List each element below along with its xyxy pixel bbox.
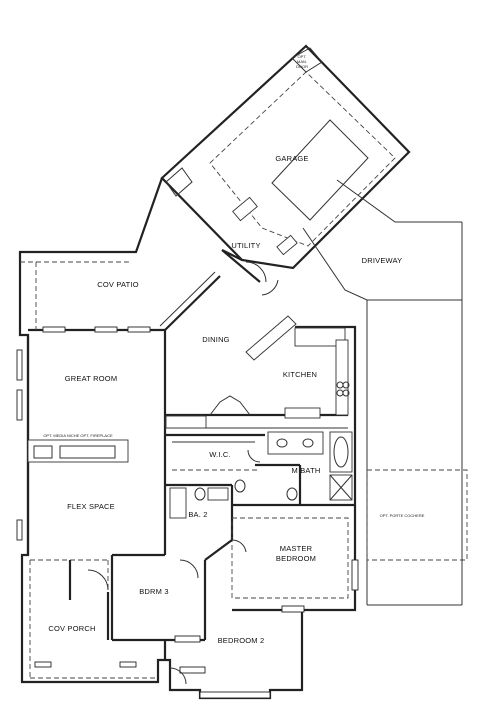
garage-label: GARAGE <box>275 154 308 163</box>
cov-porch-label: COV PORCH <box>48 624 95 633</box>
kitchen-label: KITCHEN <box>283 370 317 379</box>
driveway-outline <box>302 179 468 606</box>
porte-cochere-note: OPT. PORTE COCHERE <box>380 513 425 518</box>
garage-structure <box>160 44 411 270</box>
cov-patio-label: COV PATIO <box>97 280 139 289</box>
bath-fixtures <box>169 431 353 519</box>
garage-door-note-line2: MAN. <box>297 59 307 64</box>
kitchen-fixtures <box>165 315 350 429</box>
bedroom2-label: BEDROOM 2 <box>218 636 265 645</box>
windows <box>16 326 359 699</box>
master-bedroom-label-line1: MASTER <box>280 544 313 553</box>
doors <box>87 261 279 685</box>
wic-label: W.I.C. <box>209 450 231 459</box>
driveway-label: DRIVEWAY <box>362 256 403 265</box>
garage-door-note-line1: OPT. <box>298 54 307 59</box>
garage-door-note-line3: DOOR <box>296 64 308 69</box>
ba2-label: BA. 2 <box>188 510 207 519</box>
dining-label: DINING <box>202 335 229 344</box>
flex-space-label: FLEX SPACE <box>67 502 115 511</box>
m-bath-label: M BATH <box>292 466 321 475</box>
bdrm3-label: BDRM 3 <box>139 587 169 596</box>
utility-label: UTILITY <box>231 241 260 250</box>
fireplace-note: OPT. MEDIA NICHE OPT. FIREPLACE <box>43 433 113 438</box>
fireplace-wall <box>27 439 129 463</box>
master-bedroom-label-line2: BEDROOM <box>276 554 316 563</box>
great-room-label: GREAT ROOM <box>65 374 118 383</box>
